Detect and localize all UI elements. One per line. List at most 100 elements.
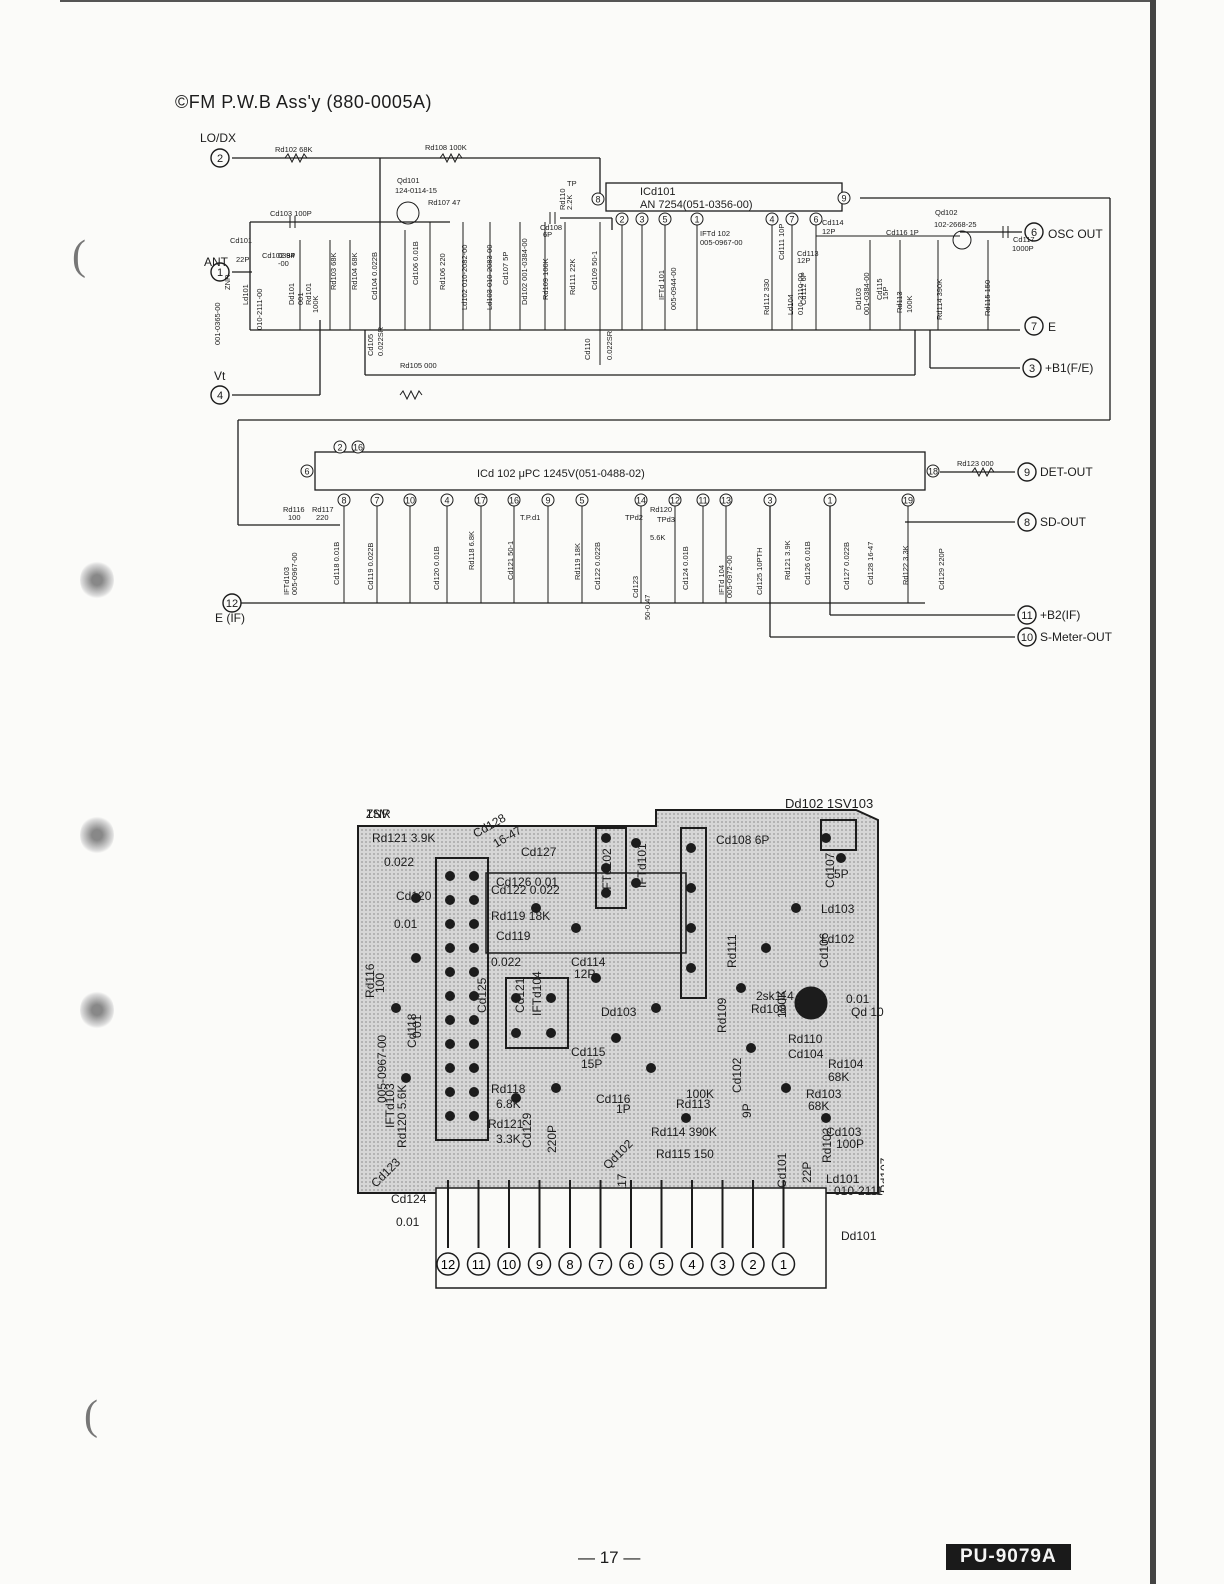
component-label: Cd128 16-47 <box>866 542 875 585</box>
component-label: TP <box>567 179 577 188</box>
connector-pin-number: 2 <box>749 1257 756 1272</box>
pcb-label: Cd118 <box>405 1013 419 1048</box>
dd102-footprint <box>820 819 857 851</box>
ic2-pin-number: 14 <box>636 496 646 506</box>
pcb-label: IFTd104 <box>530 971 544 1016</box>
pcb-label: Qd 101 <box>851 1005 884 1019</box>
pcb-label: Cd108 6P <box>716 833 769 847</box>
component-label: 005-0967-00 <box>290 552 299 595</box>
pcb-label: 005-0967-00 <box>375 1035 389 1103</box>
component-label: Rd101 <box>304 283 313 305</box>
ic-pad <box>445 991 455 1001</box>
ic-pad <box>469 919 479 929</box>
terminal-number: 2 <box>217 153 223 165</box>
ic-pad <box>445 871 455 881</box>
ic-pad <box>445 967 455 977</box>
component-label: Ld103 010-2083-00 <box>485 245 494 310</box>
component-label: ZNR <box>223 274 232 290</box>
if-stage-wiring <box>232 466 1015 638</box>
ic2-pin-number: 10 <box>405 496 415 506</box>
ic1-pin-number: 3 <box>639 215 644 225</box>
component-label: Cd122 0.022B <box>593 542 602 590</box>
component-label: Rd116 <box>283 505 305 514</box>
pcb-label: Rd121 <box>488 1117 524 1131</box>
component-label: Cd120 0.01B <box>432 546 441 590</box>
component-label: IFTd103 <box>282 567 291 595</box>
component-label: Cd117 <box>1013 235 1035 244</box>
component-label: Cd118 0.01B <box>332 542 341 585</box>
component-label: IFTd 102 <box>700 229 730 238</box>
ic2-top-pin-number: 16 <box>353 443 363 453</box>
qd101-footprint <box>794 986 828 1020</box>
component-label: Cd105 <box>366 334 375 356</box>
component-label: 005-0944-00 <box>669 267 678 310</box>
component-label: 220 <box>316 513 329 522</box>
pcb-label: 100 <box>373 973 387 993</box>
connector-pin-number: 6 <box>627 1257 634 1272</box>
component-label: IFTd 104 <box>717 565 726 595</box>
ic-pad <box>445 1039 455 1049</box>
component-label: 010-2111-00 <box>255 289 264 330</box>
terminal-circle <box>210 148 230 168</box>
ic2-pin-number: 3 <box>767 496 772 506</box>
pcb-label: Ld102 <box>821 932 855 946</box>
terminal-label: E <box>1048 320 1056 334</box>
component-label: Cd111 10P <box>777 224 786 260</box>
terminal-label: +B1(F/E) <box>1045 361 1093 375</box>
component-label: 2.2K <box>565 195 574 210</box>
pcb-pad <box>511 993 521 1003</box>
terminal-number: 1 <box>217 267 223 279</box>
component-label: 0.022SR <box>376 326 385 356</box>
component-label: Qd101 <box>397 176 420 185</box>
terminal-number: 3 <box>1029 363 1035 375</box>
component-label: Rd110 <box>558 188 567 210</box>
pcb-label: 1SV <box>366 808 389 821</box>
pcb-label: Cd121 <box>513 977 527 1013</box>
terminal-circle <box>1017 605 1037 625</box>
ic2-pin-number: 18 <box>928 467 938 477</box>
terminal-label: S-Meter-OUT <box>1040 630 1113 644</box>
pcb-pad <box>761 943 771 953</box>
pcb-pad <box>631 878 641 888</box>
pcb-label: Rd109 <box>715 997 729 1033</box>
pcb-pad <box>686 883 696 893</box>
pcb-label: Cd101 <box>775 1152 789 1188</box>
terminal-circle <box>1024 316 1044 336</box>
component-label: 124-0114-15 <box>395 186 437 195</box>
connector-pin-number: 3 <box>719 1257 726 1272</box>
component-label: 100K <box>905 295 914 313</box>
connector-pin <box>497 1252 521 1276</box>
pcb-pad <box>391 1003 401 1013</box>
component-label: Cd107 5P <box>501 252 510 285</box>
ic2-top-pin <box>333 440 347 454</box>
pcb-pad <box>551 1083 561 1093</box>
terminal-label: OSC OUT <box>1048 227 1103 241</box>
component-label: 0.022SR <box>605 330 614 360</box>
terminal-label: +B2(IF) <box>1040 608 1080 622</box>
terminal-number: 8 <box>1024 517 1030 529</box>
component-label: Cd114 <box>822 218 844 227</box>
pcb-label: Cd125 <box>475 977 489 1013</box>
binder-mark-2: ( <box>84 1393 98 1439</box>
pcb-label: 22P <box>800 1162 814 1183</box>
ic-pad <box>469 1039 479 1049</box>
terminal-number: 7 <box>1031 321 1037 333</box>
component-label: Dd102 001-0384-00 <box>520 238 529 305</box>
connector-pin-number: 9 <box>536 1257 543 1272</box>
component-label: 50-0.47 <box>643 595 652 620</box>
pcb-pad <box>651 1003 661 1013</box>
component-label: Rd123 000 <box>957 459 994 468</box>
pcb-label: Cd102 <box>730 1057 744 1093</box>
component-label: 010-2110-00 <box>796 273 805 315</box>
component-label: Cd113 <box>797 249 819 258</box>
ic2-pin-number: 4 <box>444 496 449 506</box>
component-label: Cd116 1P <box>886 228 919 237</box>
pcb-label: 2sk114 <box>756 989 794 1003</box>
pcb-label: Rd120 5.6K <box>395 1085 409 1148</box>
pcb-label: Cd124 <box>391 1192 427 1206</box>
pcb-pad <box>611 1033 621 1043</box>
terminal-label: ANT <box>204 255 229 269</box>
component-label: Rd106 220 <box>438 253 447 290</box>
pcb-pad <box>591 973 601 983</box>
